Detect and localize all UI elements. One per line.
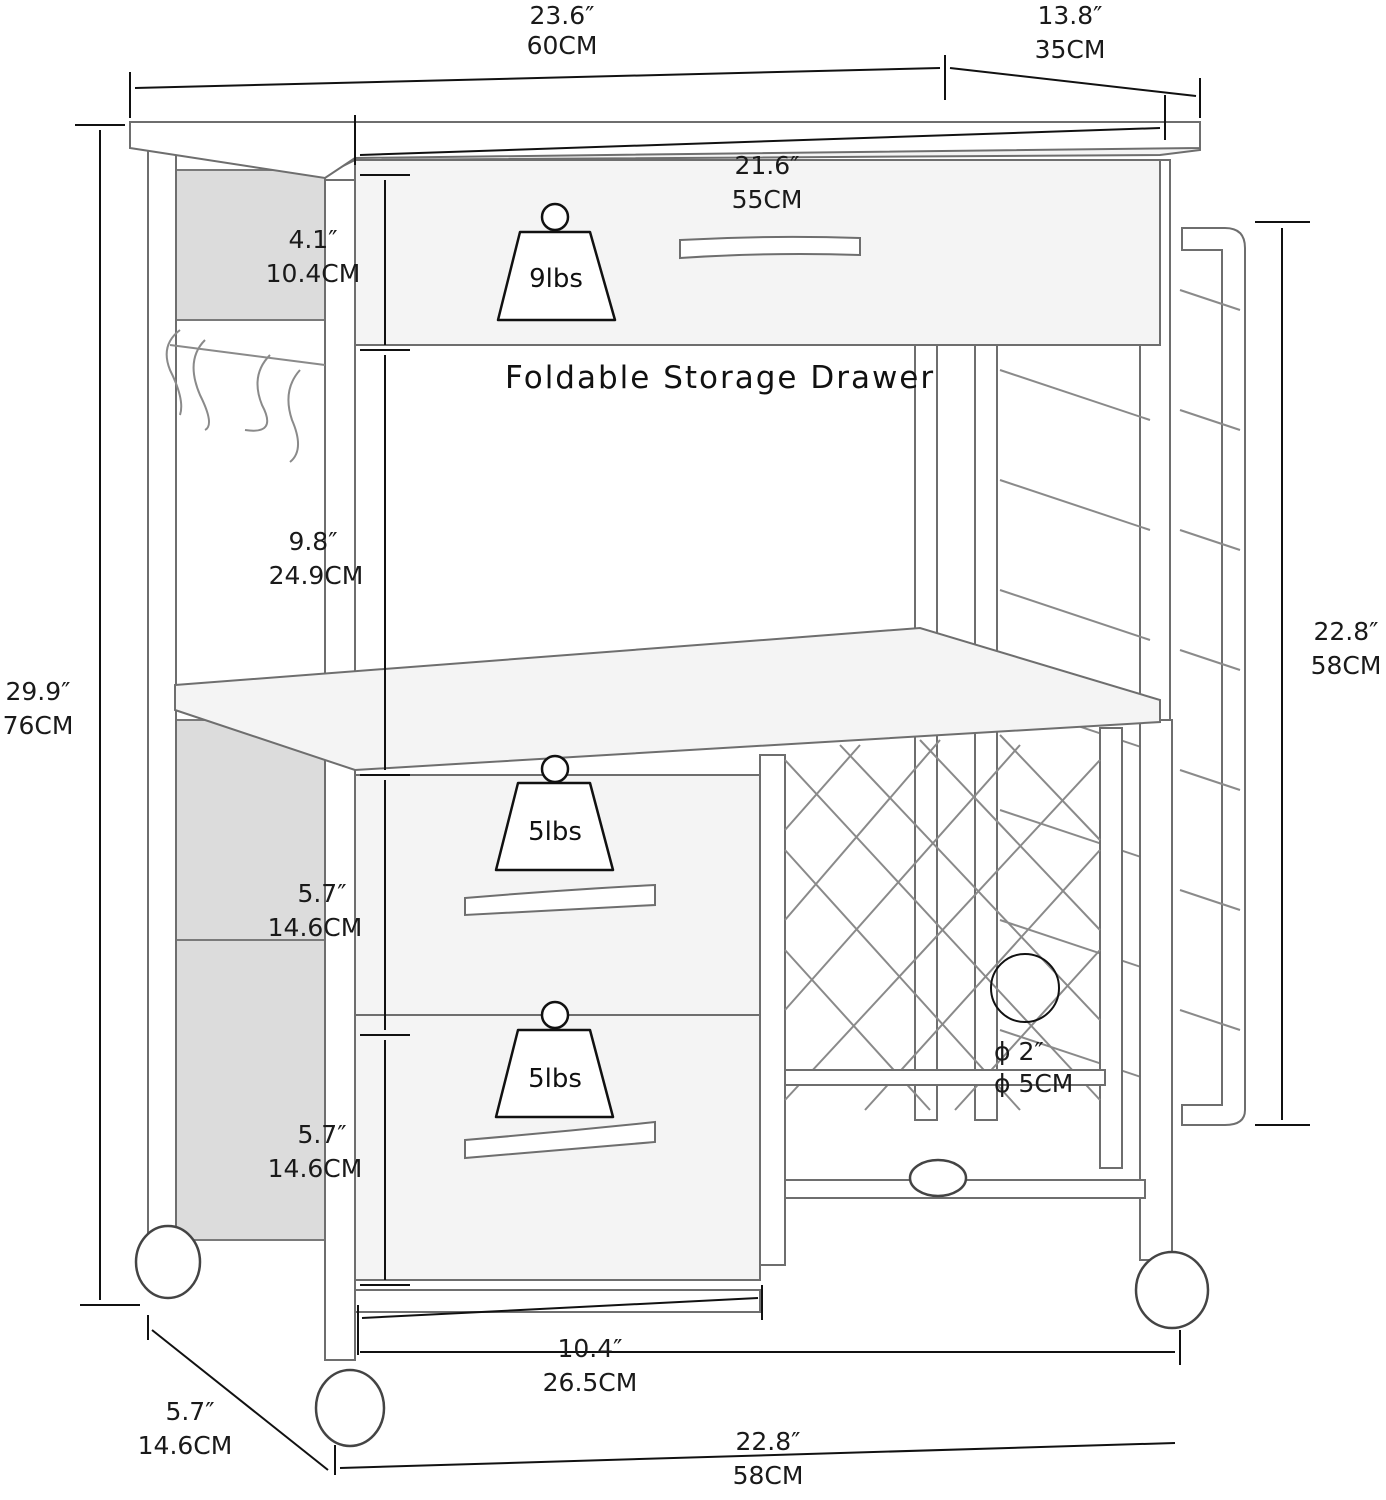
drawer-height-cm: 10.4CM (266, 259, 361, 288)
left-side-panel-bottom (174, 939, 326, 1241)
rack-right-post (1099, 727, 1123, 1169)
left-side-panel-top (174, 169, 326, 321)
top-width-cm: 60CM (527, 31, 598, 60)
base-depth-inch: 5.7″ (165, 1397, 214, 1426)
rack-divider-post (759, 754, 786, 1266)
drawer-width-cm: 55CM (732, 185, 803, 214)
front-inner-post (324, 179, 356, 1361)
drawer-width-inch: 21.6″ (734, 151, 799, 180)
weight-icon-middle: 5lbs (494, 754, 615, 872)
weight-label-top: 9lbs (529, 264, 583, 294)
rack-bottom-rail (784, 1069, 1106, 1086)
total-height-inch: 29.9″ (5, 677, 70, 706)
dimension-labels: 23.6″ 60CM 13.8″ 35CM 21.6″ 55CM 4.1″ 10… (3, 1, 1382, 1490)
drawer-height-inch: 4.1″ (288, 225, 337, 254)
caster-wheels (134, 1158, 1210, 1448)
weight-label-bottom: 5lbs (528, 1064, 582, 1094)
weight-label-middle: 5lbs (528, 817, 582, 847)
base-width-cm: 58CM (733, 1461, 804, 1490)
top-drawer-handle (679, 235, 861, 260)
drawer2-height-cm: 14.6CM (268, 913, 363, 942)
bottle-hole-cm: ϕ 5CM (994, 1069, 1073, 1098)
shelf-gap-inch: 9.8″ (288, 527, 337, 556)
weight-icon-top: 9lbs (496, 202, 617, 322)
rack-height-cm: 58CM (1311, 651, 1382, 680)
shelf-gap-cm: 24.9CM (269, 561, 364, 590)
small-drawer-width-inch: 10.4″ (557, 1334, 622, 1363)
base-depth-cm: 14.6CM (138, 1431, 233, 1460)
small-drawer-width-cm: 26.5CM (543, 1368, 638, 1397)
dimension-lines (75, 55, 1310, 1475)
top-depth-cm: 35CM (1035, 35, 1106, 64)
cart-body (129, 121, 1246, 1448)
s-hooks (165, 329, 326, 463)
total-height-cm: 76CM (3, 711, 74, 740)
top-width-inch: 23.6″ (529, 1, 594, 30)
middle-drawer-handle (464, 883, 656, 917)
top-depth-inch: 13.8″ (1037, 1, 1102, 30)
rack-height-inch: 22.8″ (1313, 617, 1378, 646)
drawer3-height-cm: 14.6CM (268, 1154, 363, 1183)
front-left-post (147, 144, 177, 1246)
bottom-rail-front (354, 1289, 761, 1313)
drawer2-height-inch: 5.7″ (297, 879, 346, 908)
caption: Foldable Storage Drawer (505, 360, 935, 396)
drawer3-height-inch: 5.7″ (297, 1120, 346, 1149)
base-width-inch: 22.8″ (735, 1427, 800, 1456)
bottle-hole-inch: ϕ 2″ (994, 1037, 1044, 1066)
wine-rack-lattice (784, 734, 1101, 1111)
bottom-drawer-handle (464, 1120, 656, 1160)
middle-shelf (174, 626, 1161, 772)
bottle-hole-circle (990, 953, 1060, 1023)
weight-icon-bottom: 5lbs (494, 1000, 615, 1119)
